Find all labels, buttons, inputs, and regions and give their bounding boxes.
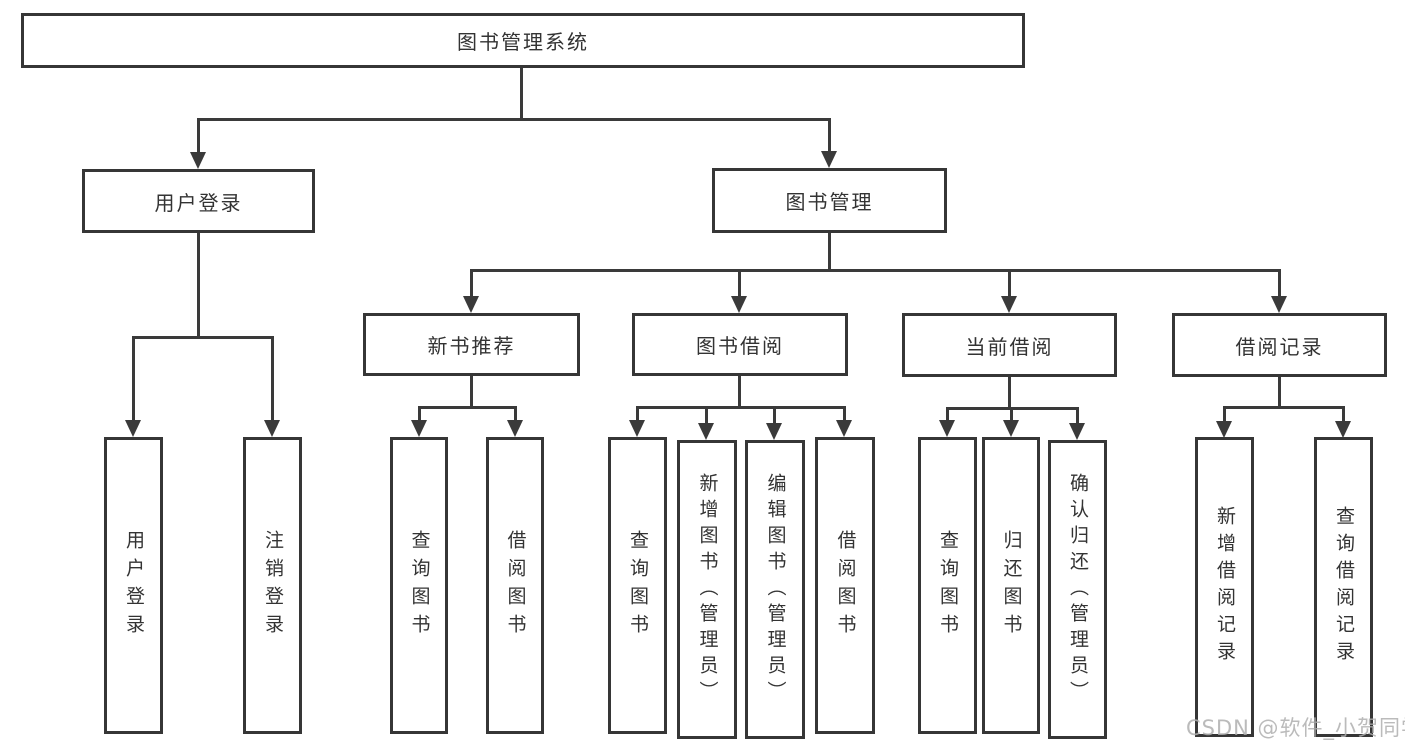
connector-user-login-stem <box>197 233 200 339</box>
connector-leaf-logout-drop <box>271 336 274 422</box>
leaf-bb-query-books: 查询图书 <box>608 437 667 734</box>
node-new-books: 新书推荐 <box>363 313 580 376</box>
leaf-user-login-label: 用户登录 <box>123 529 145 642</box>
node-book-mgmt-label: 图书管理 <box>785 190 874 214</box>
leaf-bb-borrow-books: 借阅图书 <box>815 437 875 734</box>
connector-book-borrow-drop <box>738 269 741 298</box>
connector-new-books-bus <box>418 406 517 409</box>
connector-cb-return-drop <box>1010 407 1013 423</box>
node-user-login-label: 用户登录 <box>154 190 243 215</box>
connector-user-login-bus <box>132 336 274 339</box>
leaf-bb-query-books-label: 查询图书 <box>627 529 649 642</box>
connector-root-bus <box>197 118 831 121</box>
leaf-nb-borrow-books: 借阅图书 <box>486 437 544 734</box>
connector-bb-query-drop <box>636 406 639 423</box>
connector-current-borrow-stem <box>1008 377 1011 410</box>
connector-cb-query-drop <box>946 407 949 423</box>
arrow-to-user-login <box>190 152 206 169</box>
leaf-bb-edit-books-admin: 编辑图书（管理员） <box>745 440 805 739</box>
connector-cb-confirm-drop <box>1076 407 1079 426</box>
leaf-cb-return-books-label: 归还图书 <box>1000 529 1023 642</box>
connector-new-books-drop <box>470 269 473 298</box>
connector-book-borrow-bus <box>636 406 846 409</box>
connector-borrow-records-bus <box>1223 406 1345 409</box>
connector-nb-borrow-drop <box>514 406 517 423</box>
arrow-to-new-books <box>463 296 479 313</box>
node-current-borrow-label: 当前借阅 <box>965 334 1054 359</box>
connector-new-books-stem <box>470 376 473 409</box>
leaf-cb-query-books: 查询图书 <box>918 437 977 734</box>
connector-nb-query-drop <box>418 406 421 423</box>
connector-book-mgmt-stem <box>828 233 831 272</box>
connector-rec-add-drop <box>1223 406 1226 424</box>
arrow-to-leaf-user-login <box>125 420 141 437</box>
node-new-books-label: 新书推荐 <box>427 334 516 358</box>
leaf-logout-label: 注销登录 <box>262 529 284 642</box>
leaf-nb-query-books-label: 查询图书 <box>408 529 431 642</box>
connector-book-mgmt-drop <box>828 118 831 154</box>
node-book-mgmt: 图书管理 <box>712 168 947 233</box>
arrow-to-cb-confirm <box>1069 423 1085 440</box>
node-book-borrow: 图书借阅 <box>632 313 848 376</box>
leaf-rec-add-record-label: 新增借阅记录 <box>1214 506 1236 668</box>
arrow-to-book-borrow <box>731 296 747 313</box>
leaf-rec-add-record: 新增借阅记录 <box>1195 437 1254 737</box>
arrow-to-current-borrow <box>1001 296 1017 313</box>
node-user-login: 用户登录 <box>82 169 315 233</box>
node-borrow-records-label: 借阅记录 <box>1235 334 1324 359</box>
connector-bb-borrow-drop <box>843 406 846 423</box>
arrow-to-nb-query <box>411 420 427 437</box>
leaf-nb-borrow-books-label: 借阅图书 <box>504 529 527 642</box>
connector-book-borrow-stem <box>738 376 741 409</box>
leaf-cb-confirm-return-admin-label: 确认归还（管理员） <box>1067 472 1089 707</box>
connector-user-login-drop <box>197 118 200 155</box>
leaf-bb-add-books-admin: 新增图书（管理员） <box>677 440 737 739</box>
leaf-cb-query-books-label: 查询图书 <box>937 529 959 642</box>
node-borrow-records: 借阅记录 <box>1172 313 1387 377</box>
arrow-to-borrow-records <box>1271 296 1287 313</box>
connector-borrow-records-stem <box>1278 377 1281 409</box>
csdn-watermark: CSDN @软件_小贺同学 <box>1186 716 1405 740</box>
arrow-to-bb-edit <box>766 423 782 440</box>
connector-level3-bus <box>470 269 1281 272</box>
arrow-to-bb-add <box>698 423 714 440</box>
leaf-cb-return-books: 归还图书 <box>982 437 1040 734</box>
node-library-system-label: 图书管理系统 <box>457 30 589 54</box>
node-library-system: 图书管理系统 <box>21 13 1025 68</box>
node-current-borrow: 当前借阅 <box>902 313 1117 377</box>
leaf-bb-borrow-books-label: 借阅图书 <box>834 529 857 642</box>
connector-borrow-records-drop <box>1278 269 1281 298</box>
leaf-logout: 注销登录 <box>243 437 302 734</box>
arrow-to-book-mgmt <box>821 151 837 168</box>
arrow-to-bb-query <box>629 420 645 437</box>
connector-current-borrow-drop <box>1008 269 1011 298</box>
connector-bb-edit-drop <box>773 406 776 426</box>
leaf-rec-query-record: 查询借阅记录 <box>1314 437 1373 737</box>
leaf-user-login: 用户登录 <box>104 437 163 734</box>
connector-root-stem <box>520 68 523 121</box>
leaf-bb-edit-books-admin-label: 编辑图书（管理员） <box>764 472 787 707</box>
arrow-to-leaf-logout <box>264 420 280 437</box>
arrow-to-rec-add <box>1216 421 1232 438</box>
arrow-to-rec-query <box>1335 421 1351 438</box>
arrow-to-cb-return <box>1003 420 1019 437</box>
connector-rec-query-drop <box>1342 406 1345 424</box>
arrow-to-nb-borrow <box>507 420 523 437</box>
leaf-rec-query-record-label: 查询借阅记录 <box>1333 506 1355 668</box>
arrow-to-bb-borrow <box>836 420 852 437</box>
connector-leaf-user-login-drop <box>132 336 135 422</box>
leaf-bb-add-books-admin-label: 新增图书（管理员） <box>696 472 719 707</box>
leaf-nb-query-books: 查询图书 <box>390 437 448 734</box>
arrow-to-cb-query <box>939 420 955 437</box>
connector-bb-add-drop <box>705 406 708 426</box>
node-book-borrow-label: 图书借阅 <box>696 334 784 358</box>
leaf-cb-confirm-return-admin: 确认归还（管理员） <box>1048 440 1107 739</box>
